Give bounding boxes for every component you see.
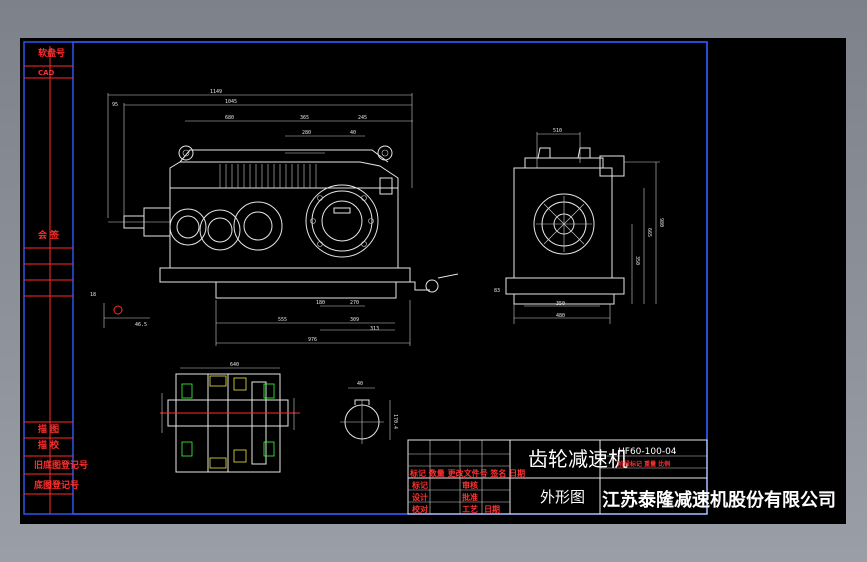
dim-1149: 1149 bbox=[210, 89, 222, 95]
dim-555: 555 bbox=[278, 317, 287, 323]
cad-drawing: 软盘号 CAD 会 签 描 图 描 校 旧底图登记号 底图登记号 1149 10… bbox=[23, 41, 836, 515]
dim-46-5: 46.5 bbox=[135, 322, 147, 328]
dim-665: 665 bbox=[646, 228, 652, 237]
dim-180: 180 bbox=[316, 300, 325, 306]
row-label-design: 设计 bbox=[412, 492, 428, 502]
dim-640: 640 bbox=[230, 362, 239, 368]
dim-270: 270 bbox=[350, 300, 359, 306]
row-label-mark: 标记 bbox=[411, 480, 428, 490]
dim-309: 309 bbox=[350, 317, 359, 323]
dim-40: 40 bbox=[350, 130, 356, 136]
dim-280: 280 bbox=[302, 130, 311, 136]
front-view: 1149 1045 680 365 245 280 40 95 bbox=[90, 89, 459, 346]
dim-18: 18 bbox=[90, 292, 96, 298]
row-label-check: 校对 bbox=[412, 504, 428, 514]
drawn-label: 描 图 bbox=[38, 423, 59, 435]
archive-no-label: 软盘号 bbox=[38, 47, 65, 59]
drawing-number: HF60-100-04 bbox=[618, 447, 677, 457]
revision-header: 标记 数量 更改文件号 签名 日期 bbox=[409, 468, 525, 478]
drawing-sheet: 软盘号 CAD 会 签 描 图 描 校 旧底图登记号 底图登记号 1149 10… bbox=[20, 38, 846, 524]
dim-510: 510 bbox=[553, 128, 562, 134]
scale-header: 阶段标记 重量 比例 bbox=[618, 460, 670, 468]
cad-label: CAD bbox=[38, 69, 55, 77]
process-label: 工艺 bbox=[462, 504, 478, 514]
base-ref-label: 底图登记号 bbox=[34, 479, 79, 491]
dim-365: 365 bbox=[300, 115, 309, 121]
dim-680: 680 bbox=[225, 115, 234, 121]
dim-83: 83 bbox=[494, 288, 500, 294]
dim-95: 95 bbox=[112, 102, 118, 108]
shaft-section: 40 170.4 bbox=[340, 381, 398, 444]
dim-40b: 40 bbox=[357, 381, 363, 387]
title-block bbox=[407, 439, 708, 515]
view-name: 外形图 bbox=[540, 488, 585, 506]
dim-976: 976 bbox=[308, 337, 317, 343]
dim-1045: 1045 bbox=[225, 99, 237, 105]
old-ref-label: 旧底图登记号 bbox=[34, 459, 88, 471]
dim-350: 350 bbox=[634, 256, 640, 265]
checked-label: 描 校 bbox=[38, 439, 60, 451]
approve-label: 批准 bbox=[462, 492, 478, 502]
row-label-review: 审核 bbox=[462, 480, 478, 490]
dim-480: 480 bbox=[556, 313, 565, 319]
signature-label: 会 签 bbox=[38, 229, 60, 241]
side-view: 510 980 665 350 350 480 83 bbox=[494, 128, 664, 324]
date-label: 日期 bbox=[484, 504, 500, 514]
dim-313: 313 bbox=[370, 326, 379, 332]
inner-border bbox=[72, 41, 708, 515]
dim-980: 980 bbox=[658, 218, 664, 227]
company-name: 江苏泰隆减速机股份有限公司 bbox=[602, 489, 836, 511]
dim-170-4: 170.4 bbox=[392, 414, 398, 429]
dim-350b: 350 bbox=[556, 301, 565, 307]
dim-245: 245 bbox=[358, 115, 367, 121]
product-name: 齿轮减速机 bbox=[528, 447, 628, 471]
plan-view: 640 bbox=[160, 362, 300, 473]
